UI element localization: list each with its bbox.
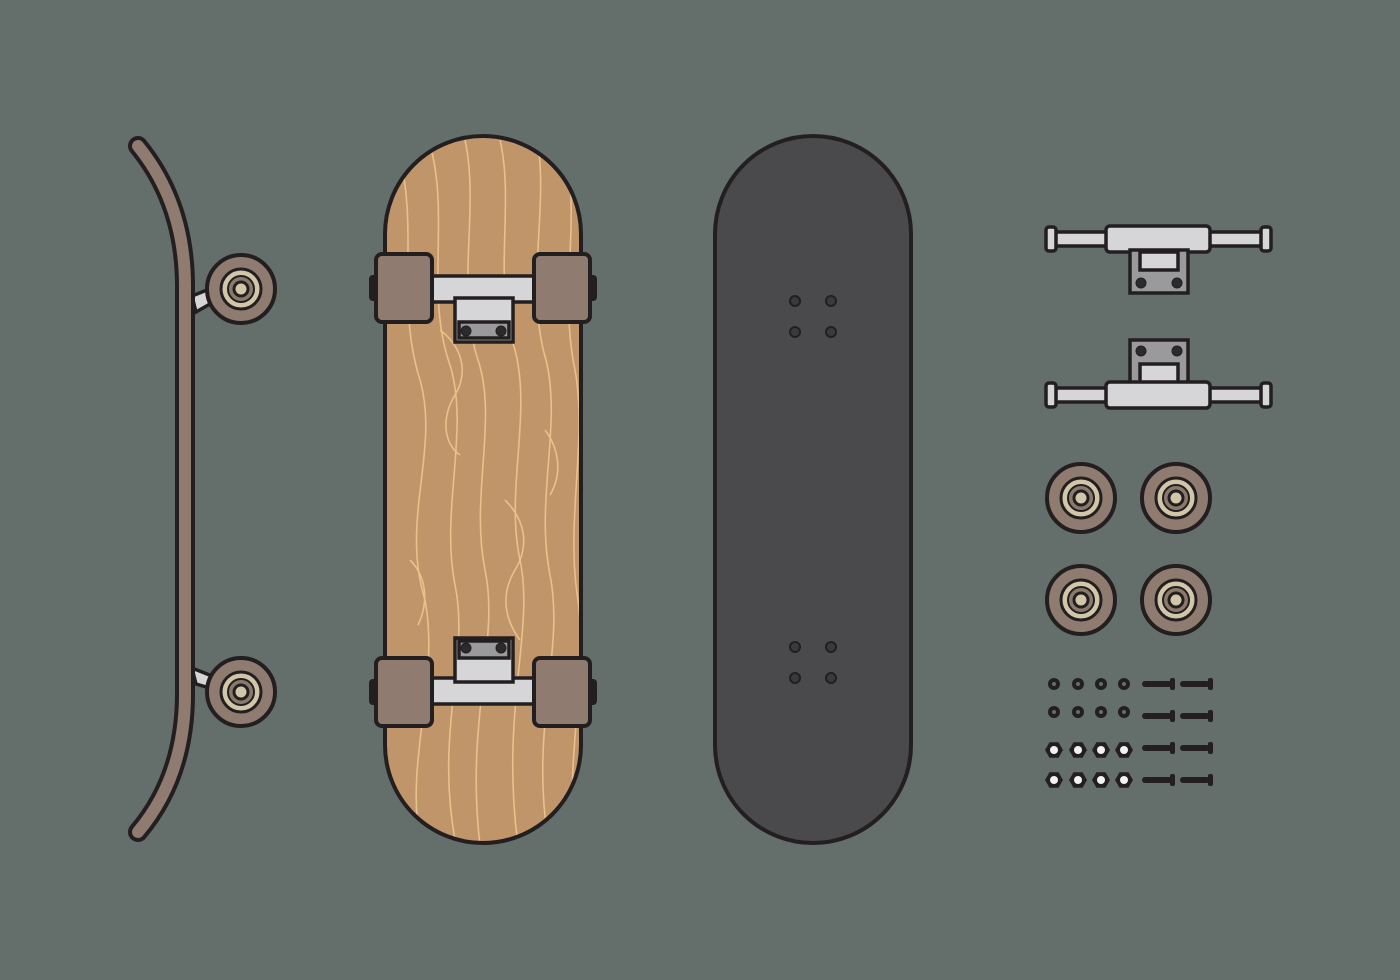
nut-icon <box>1092 742 1110 758</box>
skateboard-bottom-icon <box>369 134 597 845</box>
skateboard-top-icon <box>713 134 913 845</box>
bolt-icon <box>1142 774 1175 786</box>
nut-icon <box>1115 772 1133 788</box>
truck-front <box>369 252 597 344</box>
wheel-icon <box>1045 564 1117 636</box>
bolt-icon <box>1142 742 1175 754</box>
nut-icon <box>1045 772 1063 788</box>
mounting-hole <box>495 642 507 654</box>
truck-icon <box>1044 224 1273 295</box>
deck-grip-tape <box>713 134 913 845</box>
washer-icon <box>1118 706 1130 718</box>
hardware-set <box>1045 678 1213 788</box>
bolt-icon <box>1180 710 1213 722</box>
truck-icon <box>1044 338 1273 410</box>
nut-icon <box>1069 742 1087 758</box>
mounting-hole <box>460 325 472 337</box>
nut-icon <box>1115 742 1133 758</box>
mounting-hole <box>495 325 507 337</box>
mounting-hole <box>1135 277 1147 289</box>
bolt-icon <box>1180 678 1213 690</box>
wheel-icon <box>374 656 434 728</box>
wheel-icon <box>1140 564 1212 636</box>
wheel-icon <box>532 656 592 728</box>
washer-icon <box>1095 678 1107 690</box>
wheel-icon <box>1045 462 1117 534</box>
washer-icon <box>1072 706 1084 718</box>
bolt-icon <box>1142 710 1175 722</box>
bolt-icon <box>1180 774 1213 786</box>
bolt-holes-front <box>789 295 837 338</box>
nut-icon <box>1045 742 1063 758</box>
wheel-icon <box>374 252 434 324</box>
washer-icon <box>1048 706 1060 718</box>
mounting-hole <box>1135 345 1147 357</box>
wheel-icon <box>205 656 277 728</box>
washer-icon <box>1118 678 1130 690</box>
truck-hanger <box>1104 380 1212 410</box>
deck-bottom-outline <box>383 134 583 845</box>
wheel-icon <box>205 253 277 325</box>
bolt-icon <box>1180 742 1213 754</box>
nut-icon <box>1069 772 1087 788</box>
deck-bottom <box>385 136 581 843</box>
mounting-hole <box>460 642 472 654</box>
washer-icon <box>1095 706 1107 718</box>
nut-icon <box>1092 772 1110 788</box>
bolt-holes-rear <box>789 641 837 684</box>
mounting-hole <box>1171 345 1183 357</box>
washer-icon <box>1072 678 1084 690</box>
deck-side <box>132 140 192 838</box>
mounting-hole <box>1171 277 1183 289</box>
washer-icon <box>1048 678 1060 690</box>
wheel-icon <box>1140 462 1212 534</box>
truck-hanger <box>1104 224 1212 254</box>
skateboard-side-icon <box>128 136 277 842</box>
truck-rear <box>369 636 597 728</box>
wheel-icon <box>532 252 592 324</box>
bolt-icon <box>1142 678 1175 690</box>
